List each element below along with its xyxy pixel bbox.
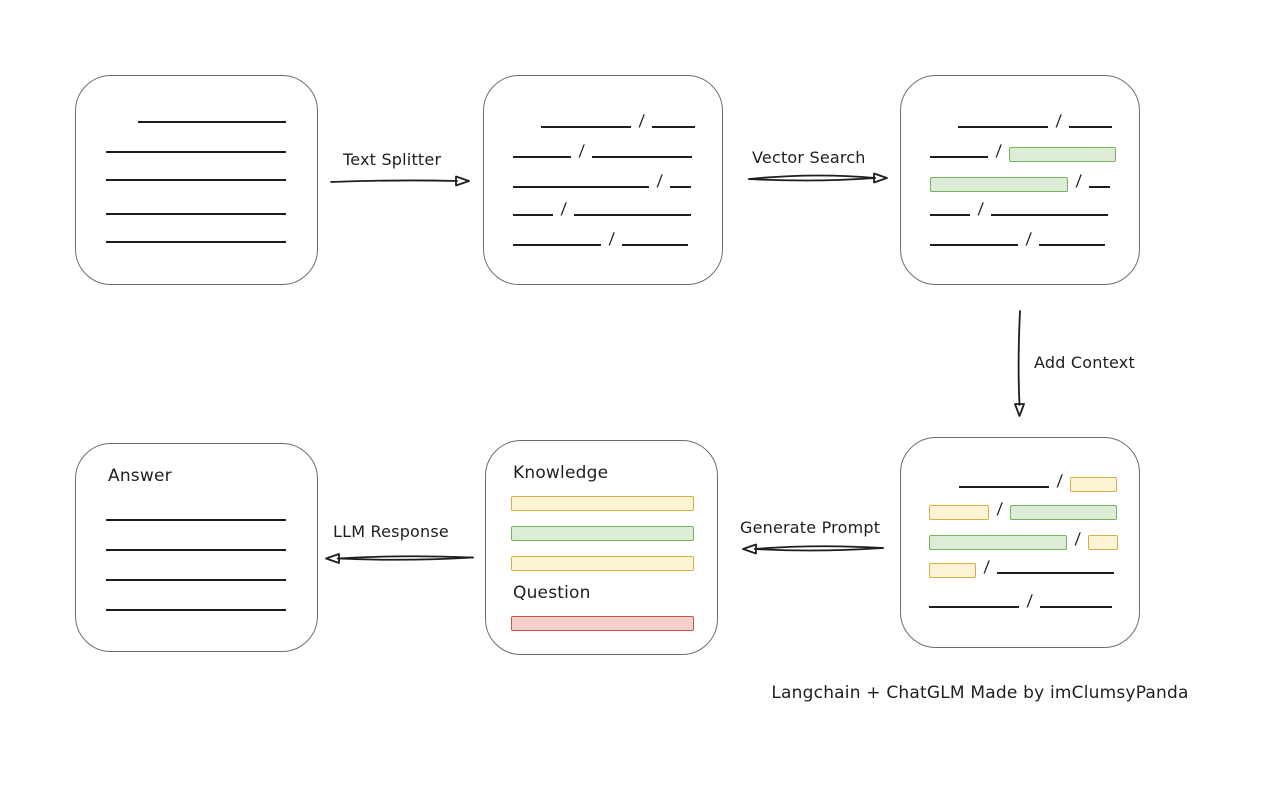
text-line [541,126,631,128]
text-line [106,213,286,215]
knowledge-bar-green [511,526,694,541]
text-line [106,519,286,521]
footer-credit: Langchain + ChatGLM Made by imClumsyPand… [771,683,1189,703]
text-line [997,572,1115,574]
chunk-row: / [929,556,1115,578]
prompt-box: Knowledge Question [485,440,718,655]
text-line [574,214,692,216]
chunk-row: / [959,470,1118,492]
text-line [1039,244,1106,246]
answer-label: Answer [108,466,172,486]
chunk-row: / [930,170,1111,192]
text-line [106,151,286,153]
slash-separator: / [1056,471,1064,490]
slash-separator: / [1055,111,1063,130]
slash-separator: / [1074,529,1082,548]
chunk-row: / [513,228,689,248]
matched-chunk-green [930,177,1068,192]
text-line [106,609,286,611]
slash-separator: / [977,199,985,218]
chunk-row: / [929,590,1113,610]
text-line [592,156,693,158]
llm-response-arrow [325,553,474,564]
text-line [1069,126,1113,128]
text-line [959,486,1049,488]
chunk-row: / [513,198,692,218]
llm-response-label: LLM Response [333,522,449,541]
knowledge-bar-yellow [511,556,694,571]
question-chunk-yellow [929,563,976,578]
text-line [106,579,286,581]
text-splitter-label: Text Splitter [343,150,442,169]
slash-separator: / [608,229,616,248]
question-chunk-yellow [929,505,989,520]
slash-separator: / [1025,229,1033,248]
chunk-row: / [930,198,1109,218]
answer-box: Answer [75,443,318,652]
context-chunks-box: / / / / / [900,437,1140,648]
generate-prompt-arrow [742,543,884,555]
text-line [1040,606,1113,608]
text-line [513,244,601,246]
slash-separator: / [1026,591,1034,610]
document-box [75,75,318,285]
question-label: Question [513,583,591,603]
chunk-row: / [930,140,1117,162]
knowledge-bar-yellow [511,496,694,511]
vector-search-arrow [748,172,888,184]
matched-chunk-green [1009,147,1117,162]
question-chunk-yellow [1088,535,1119,550]
text-line [930,214,970,216]
slash-separator: / [995,141,1003,160]
text-line [106,549,286,551]
question-chunk-yellow [1070,477,1118,492]
generate-prompt-label: Generate Prompt [740,518,881,537]
chunk-row: / [929,498,1118,520]
add-context-arrow [1014,310,1025,417]
matched-chunk-green [1010,505,1118,520]
slash-separator: / [656,171,664,190]
matched-chunks-box: / / / / / [900,75,1140,285]
text-line [930,156,988,158]
chunk-row: / [513,170,692,190]
question-bar-red [511,616,694,631]
slash-separator: / [1075,171,1083,190]
text-line [138,121,286,123]
chunk-row: / [930,228,1106,248]
text-line [106,241,286,243]
text-line [622,244,689,246]
text-line [929,606,1019,608]
chunk-row: / [541,110,696,130]
text-line [652,126,696,128]
chunk-row: / [929,528,1119,550]
text-line [930,244,1018,246]
text-line [958,126,1048,128]
slash-separator: / [996,499,1004,518]
chunk-row: / [513,140,693,160]
text-line [670,186,692,188]
slash-separator: / [578,141,586,160]
chunks-box: / / / / / [483,75,723,285]
text-line [1089,186,1111,188]
matched-chunk-green [929,535,1067,550]
text-line [513,214,553,216]
knowledge-label: Knowledge [513,463,609,483]
chunk-row: / [958,110,1113,130]
vector-search-label: Vector Search [752,148,866,167]
text-line [513,186,649,188]
add-context-label: Add Context [1034,353,1135,372]
text-line [106,179,286,181]
text-line [513,156,571,158]
slash-separator: / [638,111,646,130]
slash-separator: / [983,557,991,576]
text-line [991,214,1109,216]
slash-separator: / [560,199,568,218]
text-splitter-arrow [330,175,470,187]
